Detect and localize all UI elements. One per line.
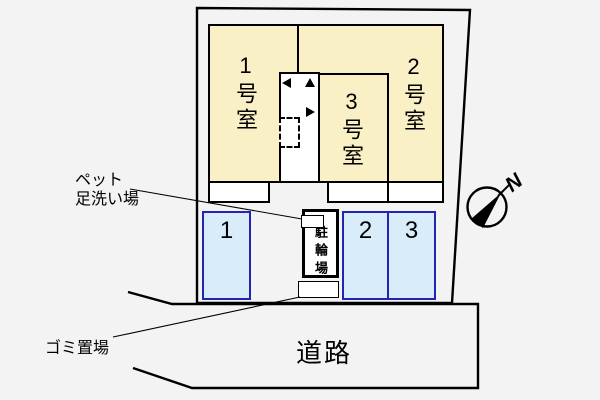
parking-stall-2: 2	[342, 211, 389, 300]
garbage-box	[298, 281, 339, 298]
compass-north-label: N	[501, 169, 528, 197]
pet-wash-label: ペット 足洗い場	[75, 171, 139, 209]
compass-needle	[471, 193, 501, 228]
road-label: 道路	[295, 338, 352, 368]
parking-stall-3: 3	[387, 211, 436, 300]
porch-room3	[327, 181, 389, 203]
pet-wash-box	[301, 215, 324, 228]
room1-label: 1号室	[233, 53, 258, 134]
arrow-left-icon	[282, 78, 291, 88]
parking-stall-2-label: 2	[358, 217, 373, 244]
room1-room2-divider-line	[297, 24, 299, 74]
pet-wash-label-line2: 足洗い場	[75, 191, 140, 208]
porch-room1	[208, 181, 270, 203]
compass-north-icon: N	[466, 169, 528, 228]
parking-stall-3-label: 3	[404, 217, 419, 244]
parking-stall-1: 1	[202, 211, 251, 300]
compass-needle-tail	[497, 183, 511, 197]
room2-label: 2号室	[401, 54, 426, 135]
garbage-label: ゴミ置場	[45, 340, 110, 357]
arrow-up-icon	[305, 78, 315, 87]
stair-dashed-box	[279, 117, 300, 148]
arrow-right-icon	[306, 107, 315, 117]
pet-wash-label-line1: ペット	[75, 172, 124, 189]
compass-circle	[466, 186, 508, 228]
room3-label: 3号室	[339, 89, 364, 170]
parking-stall-1-label: 1	[219, 217, 234, 244]
porch-room2	[387, 181, 444, 203]
garbage-pointer-line	[112, 296, 301, 338]
bicycle-parking-label: 駐輪場	[313, 225, 328, 279]
